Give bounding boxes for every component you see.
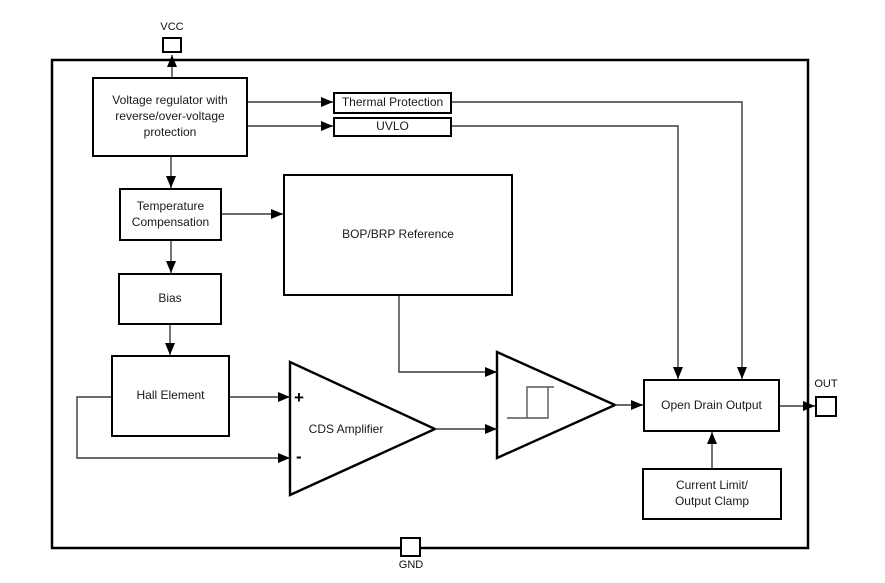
open-drain-output-block: Open Drain Output (643, 379, 780, 432)
voltage-regulator-block: Voltage regulator with reverse/over-volt… (92, 77, 248, 157)
cds-amplifier-triangle (288, 360, 438, 497)
wire-hall-feedback-to-cds-minus (76, 396, 290, 463)
bias-block: Bias (118, 273, 222, 325)
thermal-protection-block: Thermal Protection (333, 92, 452, 114)
bop-brp-reference-block: BOP/BRP Reference (283, 174, 513, 296)
gnd-pin (400, 537, 421, 557)
cds-plus-input-label: + (294, 388, 304, 407)
vcc-pin (162, 37, 182, 53)
out-pin-label: OUT (814, 378, 838, 390)
cds-minus-input-label: - (296, 447, 302, 466)
schmitt-trigger-triangle (495, 350, 618, 460)
chip-boundary (50, 58, 810, 550)
wire-uvlo-to-open-drain (452, 125, 683, 379)
hall-element-block: Hall Element (111, 355, 230, 437)
wire-thermal-to-open-drain (452, 101, 747, 379)
wire-bop-brp-to-schmitt (398, 296, 497, 377)
gnd-pin-label: GND (398, 559, 424, 571)
temperature-compensation-block: Temperature Compensation (119, 188, 222, 241)
out-pin (815, 396, 837, 417)
current-limit-output-clamp-block: Current Limit/ Output Clamp (642, 468, 782, 520)
hysteresis-icon (507, 386, 554, 419)
vcc-pin-label: VCC (160, 21, 184, 33)
uvlo-block: UVLO (333, 117, 452, 137)
cds-amplifier-label: CDS Amplifier (308, 422, 384, 436)
